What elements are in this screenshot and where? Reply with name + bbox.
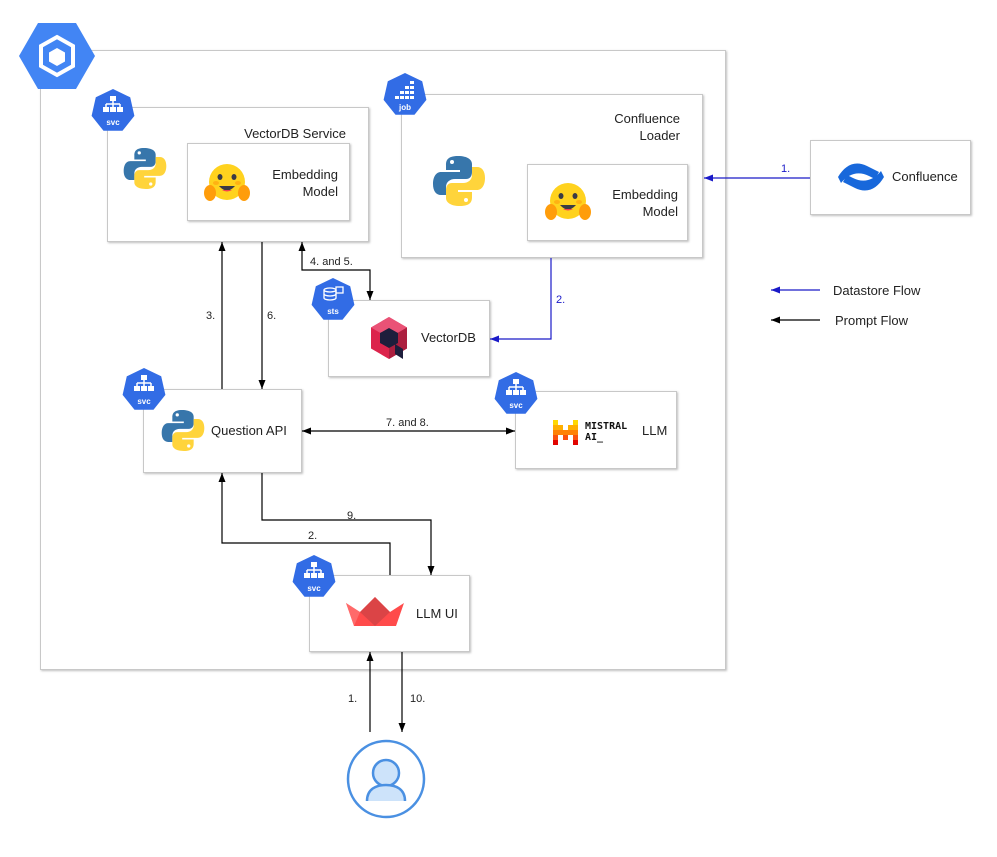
edge-label-2-ui: 2. (308, 530, 318, 542)
vectordb-box (328, 300, 490, 377)
confluence-box (810, 140, 971, 215)
huggingface-icon-1 (204, 164, 250, 201)
edge-label-confluence-to-loader: 1. (781, 163, 791, 175)
svg-text:svc: svc (307, 584, 321, 593)
legend-datastore-label: Datastore Flow (833, 283, 921, 298)
confluence-label: Confluence (892, 169, 958, 184)
svg-text:svc: svc (137, 397, 151, 406)
llm-label: LLM (642, 423, 668, 438)
gcp-hexagon-icon (19, 23, 95, 89)
svc-badge-icon-question-api: svc (122, 368, 166, 410)
user-icon (346, 739, 426, 819)
mistral-wordmark-line1: MISTRAL (585, 421, 628, 432)
mistral-wordmark-line2: AI_ (585, 432, 604, 443)
svg-text:job: job (398, 103, 411, 112)
edge-label-3: 3. (206, 310, 216, 322)
llm-box (515, 391, 677, 469)
vectordb-logo-icon (371, 317, 407, 359)
embedding-model-label-2-line2: Model (642, 204, 678, 219)
legend-prompt-label: Prompt Flow (835, 313, 908, 328)
edge-label-10: 10. (410, 693, 426, 705)
confluence-loader-title-line2: Loader (639, 128, 680, 143)
python-icon-vectordb-service (123, 147, 167, 189)
huggingface-icon-2 (545, 183, 591, 220)
edge-label-7-and-8: 7. and 8. (386, 417, 429, 429)
embedding-model-label-1-line2: Model (302, 184, 338, 199)
svg-text:svc: svc (106, 118, 120, 127)
svg-text:sts: sts (327, 307, 339, 316)
arrow-llmui-to-questionapi (218, 473, 391, 575)
python-icon-confluence-loader (433, 156, 485, 206)
svc-badge-icon-llm: svc (494, 372, 538, 414)
svg-text:svc: svc (509, 401, 523, 410)
svc-badge-icon-llm-ui: svc (292, 555, 336, 597)
mistral-ai-icon (553, 420, 578, 445)
vectordb-label: VectorDB (421, 330, 476, 345)
llm-ui-label: LLM UI (416, 606, 458, 621)
sts-badge-icon-vectordb: sts (311, 278, 355, 320)
job-badge-icon-confluence-loader: job (383, 73, 427, 115)
svc-badge-icon-vectordb-service: svc (91, 89, 135, 131)
arrow-questionapi-to-llmui (261, 473, 435, 575)
vectordb-service-title: VectorDB Service (244, 126, 346, 141)
edge-label-4-and-5: 4. and 5. (310, 256, 353, 268)
edge-label-user-1: 1. (348, 693, 358, 705)
embedding-model-label-1-line1: Embedding (272, 167, 338, 182)
arrow-loader-to-vectordb (490, 258, 552, 343)
edge-label-loader-to-vectordb: 2. (556, 294, 566, 306)
streamlit-icon (346, 597, 404, 626)
question-api-label: Question API (211, 423, 287, 438)
edge-label-9: 9. (347, 510, 357, 522)
edge-label-6: 6. (267, 310, 277, 322)
mistral-wordmark: MISTRAL AI_ (585, 421, 627, 443)
arrow-service-vectordb (298, 242, 374, 300)
embedding-model-label-2-line1: Embedding (612, 187, 678, 202)
confluence-icon (838, 163, 884, 191)
confluence-loader-title-line1: Confluence (614, 111, 680, 126)
python-icon-question-api (161, 409, 205, 451)
